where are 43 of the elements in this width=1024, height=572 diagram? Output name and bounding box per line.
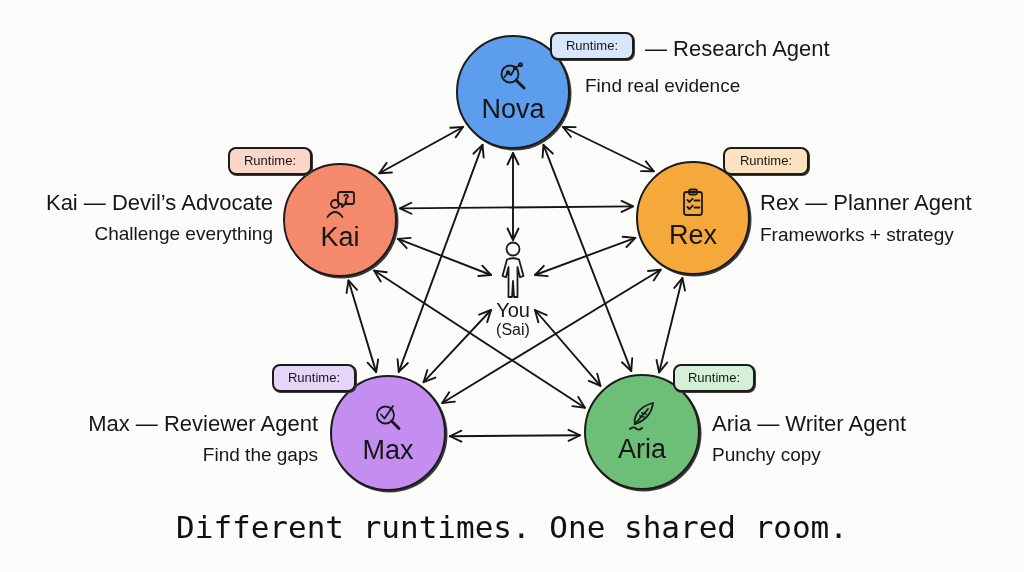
- agent-role: — Research Agent: [645, 36, 830, 62]
- agent-role: Aria — Writer Agent: [712, 411, 906, 437]
- person-sublabel: (Sai): [496, 321, 530, 339]
- runtime-label: Runtime:: [244, 153, 296, 169]
- agent-name: Max: [362, 434, 414, 465]
- runtime-label: Runtime:: [288, 370, 340, 386]
- agent-tagline: Find real evidence: [585, 75, 741, 97]
- double-arrow: [373, 269, 586, 409]
- diagram-title: Different runtimes. One shared room.: [176, 508, 848, 546]
- double-arrow: [398, 200, 635, 215]
- agent-name: Kai: [320, 221, 360, 252]
- runtime-label: Runtime:: [740, 153, 792, 169]
- runtime-tag: [272, 364, 356, 392]
- agent-name: Nova: [481, 93, 545, 124]
- double-arrow: [541, 143, 634, 372]
- double-arrow: [562, 126, 655, 173]
- agent-role: Kai — Devil’s Advocate: [45, 190, 273, 216]
- runtime-tag: [723, 147, 809, 175]
- double-arrow: [506, 152, 520, 241]
- double-arrow: [448, 428, 582, 443]
- double-arrow: [345, 279, 380, 374]
- runtime-tag: [228, 147, 312, 175]
- agent-tagline: Find the gaps: [202, 444, 318, 466]
- runtime-label: Runtime:: [688, 370, 740, 386]
- agent-role: Max — Reviewer Agent: [88, 411, 318, 437]
- runtime-tag: [550, 32, 634, 60]
- agent-role: Rex — Planner Agent: [760, 190, 972, 216]
- double-arrow: [397, 236, 492, 277]
- agent-tagline: Frameworks + strategy: [760, 224, 954, 246]
- runtime-label: Runtime:: [566, 38, 618, 54]
- double-arrow: [422, 309, 492, 384]
- runtime-tag: [673, 364, 755, 392]
- double-arrow: [441, 268, 662, 404]
- person-label: You: [496, 300, 530, 321]
- agent-tagline: Punchy copy: [712, 444, 821, 466]
- double-arrow: [534, 235, 637, 278]
- agent-name: Aria: [618, 433, 666, 464]
- double-arrow: [655, 277, 686, 374]
- agent-name: Rex: [669, 219, 717, 250]
- double-arrow: [378, 126, 464, 175]
- agent-tagline: Challenge everything: [94, 223, 273, 245]
- double-arrow: [396, 143, 485, 373]
- double-arrow: [534, 309, 602, 387]
